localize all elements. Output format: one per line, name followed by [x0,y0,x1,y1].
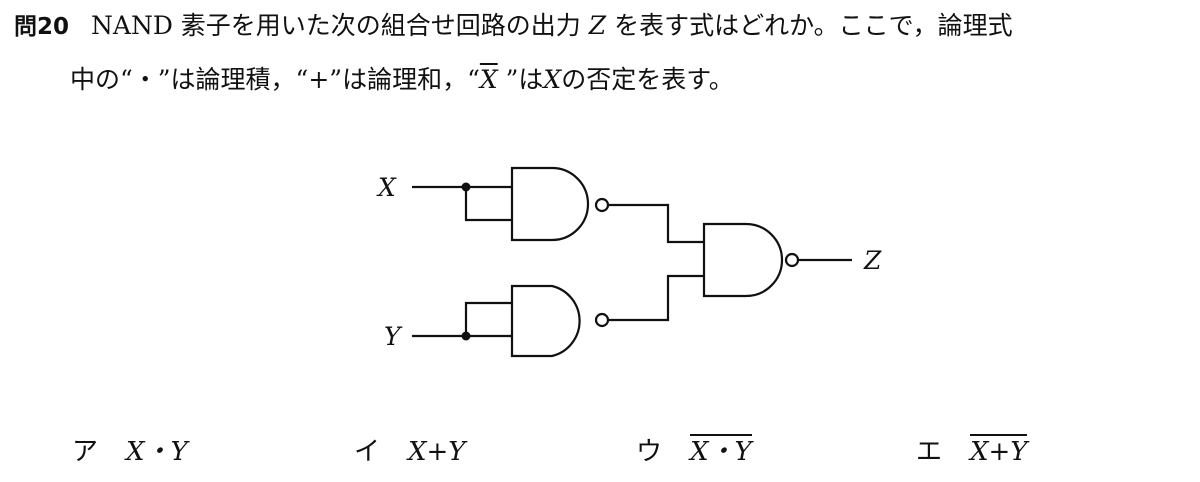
choice-a-label: ア [72,437,99,467]
input-y-label: Y [384,322,403,351]
negation-example: X [479,65,498,94]
question-text-part4: ”は [497,65,544,94]
nand-gate-top-bubble [594,197,610,213]
negation-variable: X [543,65,562,94]
question-text-part1: NAND 素子を用いた次の組合せ回路の出力 [91,11,589,40]
choice-b-expression: X+Y [408,437,466,467]
question-text-part3: 中の“・”は論理積，“+”は論理和，“ [70,65,480,94]
choice-b-label: イ [354,437,381,467]
choice-c-label: ウ [636,437,663,467]
input-x-branch-wire [464,187,512,222]
input-y-branch-wire [464,301,512,336]
input-x-label: X [376,173,397,202]
nand-gate-bottom [510,284,581,358]
choice-a-expression: X・Y [126,437,188,467]
top-gate-output-wire [608,203,704,244]
question-text-line2: 中の“・”は論理積，“+”は論理和，“X ”はXの否定を表す。 [70,62,734,98]
bottom-gate-output-wire [608,274,704,322]
choice-d-expression: X+Y [970,434,1028,467]
choice-c[interactable]: ウ X・Y [636,434,752,470]
nand-gate-output-bubble [784,252,800,268]
junction-dot-y [461,331,471,341]
choice-b[interactable]: イ X+Y [354,434,465,470]
junction-dot-x [461,182,471,192]
question-text-line1: 問20 NAND 素子を用いた次の組合せ回路の出力 Z を表す式はどれか。ここで，… [14,8,1013,45]
output-variable: Z [588,11,607,40]
choice-a[interactable]: ア X・Y [72,434,188,470]
question-text-part5: の否定を表す。 [561,65,734,94]
output-z-label: Z [863,246,882,275]
question-text-part2: を表す式はどれか。ここで，論理式 [606,11,1013,40]
choice-d[interactable]: エ X+Y [916,434,1028,470]
nand-gate-top [510,166,590,242]
nand-gate-output [702,222,784,298]
choice-d-label: エ [916,437,943,467]
choice-c-expression: X・Y [690,434,752,467]
question-number: 問20 [14,14,70,40]
nand-gate-bottom-bubble [594,312,610,328]
